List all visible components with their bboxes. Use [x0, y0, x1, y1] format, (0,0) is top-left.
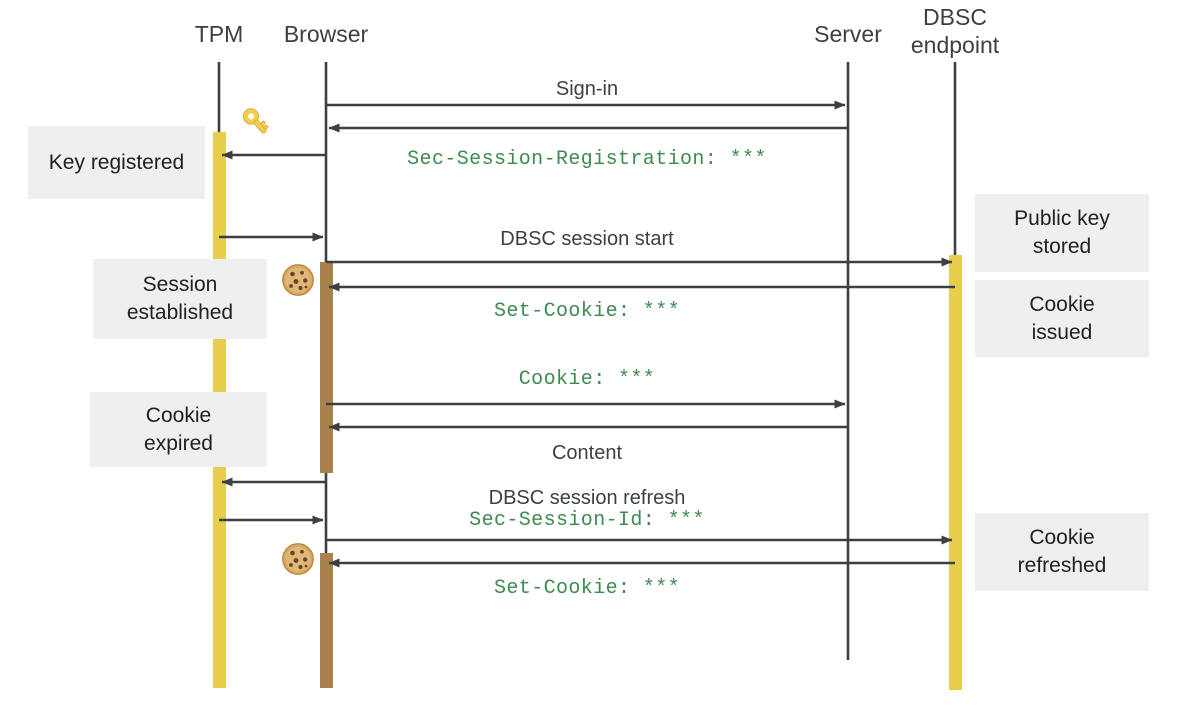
cookie-icon — [281, 542, 315, 576]
message-label-m11: DBSC session refresh — [488, 487, 686, 509]
message-label-m6: Set-Cookie: *** — [493, 300, 681, 323]
note-box: Cookie refreshed — [975, 513, 1149, 591]
note-box: Session established — [93, 259, 267, 339]
message-label-m13: Set-Cookie: *** — [493, 577, 681, 600]
message-label-m1: Sign-in — [555, 78, 619, 100]
message-label-m7: Cookie: *** — [518, 368, 656, 391]
cookie-icon — [281, 263, 315, 297]
note-box: Cookie issued — [975, 280, 1149, 357]
message-label-m2: Sec-Session-Registration: *** — [407, 148, 767, 171]
message-label-m12: Sec-Session-Id: *** — [469, 509, 705, 532]
message-label-m5: DBSC session start — [500, 228, 674, 250]
activation-bar-dbsc — [949, 255, 962, 690]
participant-label-tpm: TPM — [194, 21, 244, 47]
key-icon — [238, 104, 274, 140]
message-label-m8: Content — [551, 442, 623, 464]
note-box: Public key stored — [975, 194, 1149, 272]
participant-label-browser: Browser — [283, 21, 369, 47]
note-box: Key registered — [28, 126, 205, 199]
activation-bar-browser — [320, 262, 333, 473]
message-arrows-group — [219, 100, 955, 568]
activation-bar-browser — [320, 553, 333, 688]
note-box: Cookie expired — [90, 392, 267, 467]
participant-label-dbsc: DBSC endpoint — [910, 4, 1000, 58]
participant-label-server: Server — [814, 21, 882, 47]
